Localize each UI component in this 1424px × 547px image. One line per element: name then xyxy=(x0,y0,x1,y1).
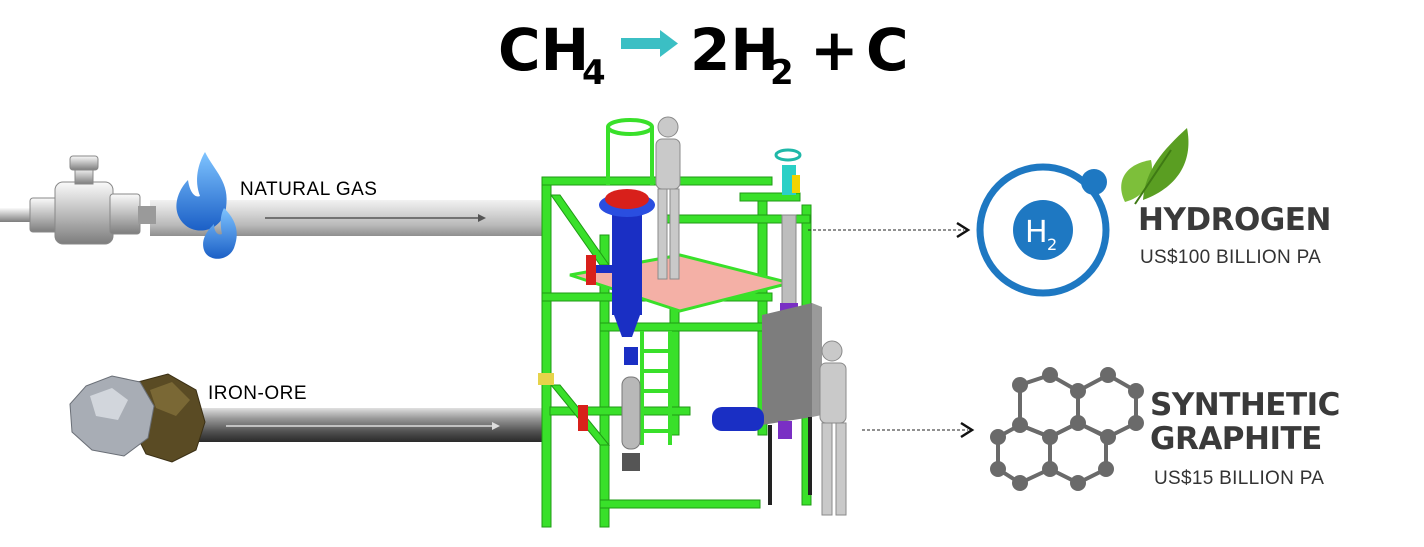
post-valves xyxy=(538,373,588,431)
cyclone-valve xyxy=(774,148,802,311)
worker-figure-top xyxy=(655,116,681,280)
hydrogen-symbol: H xyxy=(1025,215,1048,250)
equation-plus: + xyxy=(810,16,859,84)
graphite-title: SYNTHETIC GRAPHITE xyxy=(1150,388,1340,456)
hydrogen-symbol-subscript: 2 xyxy=(1047,235,1057,254)
filter-vessel xyxy=(621,347,641,471)
iron-ore-label: IRON-ORE xyxy=(208,383,307,404)
hydrogen-title: HYDROGEN xyxy=(1138,202,1331,238)
equation-product-hydrogen-subscript: 2 xyxy=(770,53,794,88)
hydrogen-atom-icon: H 2 xyxy=(976,128,1189,297)
flame-icon xyxy=(176,152,237,259)
inputs-diagram: NATURAL GAS IRON-ORE xyxy=(0,152,547,463)
heat-exchanger xyxy=(712,407,792,439)
leaf-icon xyxy=(1121,128,1189,205)
reaction-arrow-icon xyxy=(621,30,678,57)
graphite-title-line1: SYNTHETIC xyxy=(1150,387,1340,423)
equation-product-carbon: C xyxy=(866,16,909,84)
graphite-output-arrow xyxy=(862,421,975,439)
hydrogen-market-value: US$100 BILLION PA xyxy=(1140,247,1322,268)
reactor-plant-illustration xyxy=(538,116,847,528)
cage-guard xyxy=(606,118,654,185)
graphite-market-value: US$15 BILLION PA xyxy=(1154,468,1325,489)
worker-figure-bottom xyxy=(819,340,847,516)
graphite-lattice-icon xyxy=(990,367,1144,491)
control-cabinet xyxy=(762,303,822,505)
reactor-vessel xyxy=(586,189,655,337)
equation-product-hydrogen: 2H xyxy=(690,16,779,84)
ladder xyxy=(640,331,672,445)
hydrogen-output-arrow xyxy=(808,221,971,239)
equation-reactant-subscript: 4 xyxy=(582,53,606,88)
valve-icon xyxy=(29,155,156,245)
natural-gas-label: NATURAL GAS xyxy=(240,179,377,200)
equation-reactant: CH xyxy=(498,16,589,84)
iron-ore-pipe xyxy=(195,408,547,442)
graphite-title-line2: GRAPHITE xyxy=(1150,421,1322,457)
reaction-equation: CH 4 2H 2 + C xyxy=(498,16,909,88)
ore-rock-icon xyxy=(69,373,206,463)
